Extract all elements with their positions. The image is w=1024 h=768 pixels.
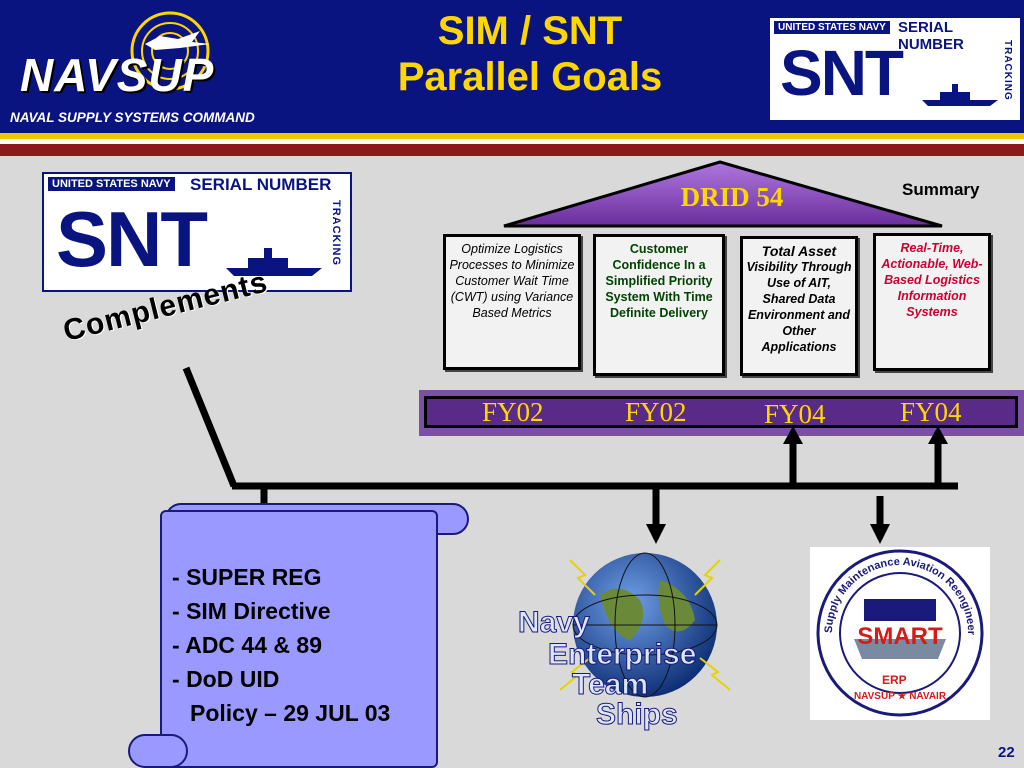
snt-logo-tracking: TRACKING: [1002, 40, 1013, 101]
goal-text-web-systems: Real-Time, Actionable, Web-Based Logisti…: [881, 241, 983, 319]
drid-label: DRID 54: [680, 182, 784, 212]
title-line-1: SIM / SNT: [437, 9, 623, 53]
fy-label-3: FY04: [764, 399, 826, 429]
title-line-2: Parallel Goals: [397, 55, 663, 99]
policy-item-adc: - ADC 44 & 89: [172, 632, 322, 659]
smart-emblem-icon: Supply Maintenance Aviation Reengineerin…: [810, 547, 984, 717]
scroll-bottom-roll: [128, 734, 188, 768]
policy-item-label: SUPER REG: [186, 564, 322, 590]
net-logo-word-ships: Ships: [596, 698, 679, 732]
goal-box-asset-visibility: Total Asset Visibility Through Use of AI…: [740, 236, 858, 376]
goal-title-asset: Total Asset: [761, 243, 837, 259]
goal-box-cwt: Optimize Logistics Processes to Minimize…: [443, 234, 581, 370]
fy-label-1: FY02: [482, 397, 544, 427]
globe-icon: [559, 552, 731, 698]
navsup-emblem-icon: [130, 11, 210, 91]
navsup-logo-text: NAVSUP: [20, 49, 215, 101]
bullet: -: [172, 666, 187, 692]
header-stripe-maroon: [0, 144, 1024, 156]
policy-item-dod-uid: - DoD UID: [172, 666, 279, 693]
goal-text-cwt: Optimize Logistics Processes to Minimize…: [449, 242, 575, 320]
smart-erp-label: ERP: [882, 673, 907, 687]
snt-logo-serial-label: SERIAL NUMBER: [190, 175, 332, 194]
fy-label-2: FY02: [625, 397, 687, 427]
drid-roof-shape: [503, 160, 943, 228]
policy-scroll: [160, 510, 438, 768]
smart-logo: Supply Maintenance Aviation Reengineerin…: [810, 547, 990, 720]
bullet: -: [172, 564, 187, 590]
policy-item-label: DoD UID: [186, 666, 280, 692]
policy-item-label: SIM Directive: [186, 598, 331, 624]
page-number: 22: [998, 744, 1015, 761]
goal-text-confidence: Customer Confidence In a Simplified Prio…: [605, 242, 713, 320]
arrow-up-fy04-b: [928, 426, 948, 444]
policy-item-date: Policy – 29 JUL 03: [190, 700, 390, 727]
bullet: -: [172, 632, 186, 658]
header-stripe-gold: [0, 133, 1024, 139]
snt-logo-letters: SNT: [56, 195, 208, 283]
snt-logo-serial-label: SERIAL NUMBER: [898, 19, 964, 53]
net-logo-word-navy: Navy: [518, 606, 591, 640]
policy-item-sim-directive: - SIM Directive: [172, 598, 331, 625]
ship-icon: [922, 84, 998, 106]
ship-icon: [226, 248, 322, 276]
policy-item-label: Policy – 29 JUL 03: [190, 700, 391, 726]
goal-box-web-systems: Real-Time, Actionable, Web-Based Logisti…: [873, 233, 991, 371]
navsup-subtitle: NAVAL SUPPLY SYSTEMS COMMAND: [10, 110, 255, 125]
fy-label-4: FY04: [900, 397, 962, 427]
goal-box-confidence: Customer Confidence In a Simplified Prio…: [593, 234, 725, 376]
summary-label: Summary: [902, 180, 980, 199]
goal-text-asset: Visibility Through Use of AIT, Shared Da…: [746, 260, 852, 354]
snt-logo-tracking: TRACKING: [330, 200, 342, 267]
arrow-up-fy04-a: [783, 426, 803, 444]
snt-logo-main: UNITED STATES NAVY SERIAL NUMBER SNT TRA…: [42, 172, 352, 292]
snt-logo-navy-label: UNITED STATES NAVY: [48, 177, 175, 191]
net-logo-word-enterprise: Enterprise: [547, 638, 697, 672]
bullet: -: [172, 598, 187, 624]
smart-bottom-label: NAVSUP ★ NAVAIR: [853, 691, 947, 702]
snt-logo-header: UNITED STATES NAVY SERIAL NUMBER SNT TRA…: [768, 16, 1022, 122]
policy-item-super-reg: - SUPER REG: [172, 564, 322, 591]
smart-center-label: SMART: [857, 623, 943, 650]
snt-logo-navy-label: UNITED STATES NAVY: [774, 21, 890, 34]
snt-logo-letters: SNT: [780, 37, 904, 109]
policy-item-label: ADC 44 & 89: [185, 632, 322, 658]
arrow-down-net: [646, 524, 666, 544]
net-logo-word-team: Team: [571, 668, 649, 702]
header-stripe-white: [0, 139, 1024, 144]
page-title: SIM / SNT Parallel Goals: [330, 8, 730, 100]
arrow-down-smart: [870, 524, 890, 544]
fiscal-year-bar-inner: [424, 396, 1018, 428]
